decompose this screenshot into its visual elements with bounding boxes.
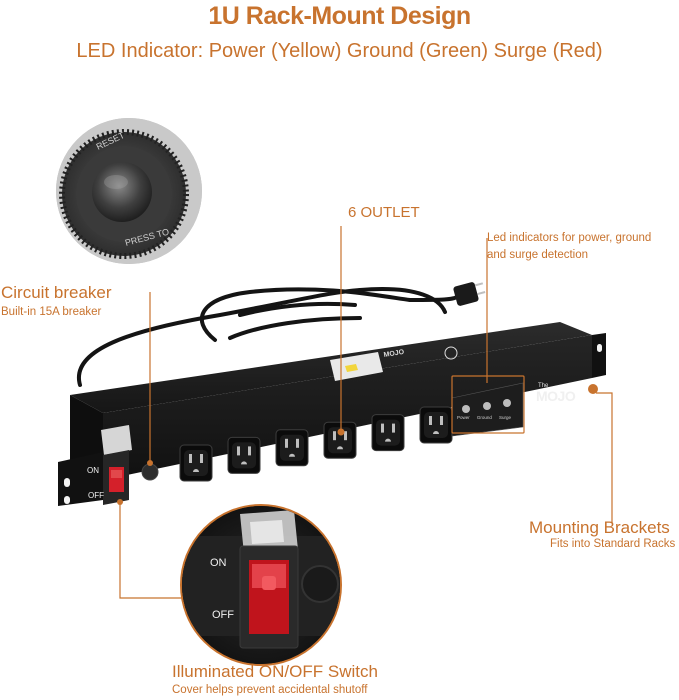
circuit-breaker-title: Circuit breaker [1, 283, 112, 302]
breaker-zoom-photo: RESET PRESS TO [56, 118, 202, 264]
led-label-ground: Ground [476, 415, 492, 420]
led-note-line1: Led indicators for power, ground [487, 232, 652, 244]
led-labels: Power Ground Surge [457, 415, 527, 420]
switch-title: Illuminated ON/OFF Switch [172, 662, 378, 681]
strip-front-face [103, 335, 592, 480]
power-led [462, 405, 470, 413]
surge-led [503, 399, 511, 407]
outlets-group [179, 406, 453, 482]
breaker-button [141, 463, 159, 481]
power-plug [453, 282, 486, 306]
svg-text:MOJO: MOJO [383, 349, 405, 359]
brackets-note: Fits into Standard Racks [550, 538, 676, 550]
outlet-1 [179, 444, 213, 482]
switch-note: Cover helps prevent accidental shutoff [172, 684, 368, 696]
led-note-line2: and surge detection [487, 249, 589, 261]
page-subtitle: LED Indicator: Power (Yellow) Ground (Gr… [76, 40, 603, 62]
outlet-3 [275, 429, 309, 467]
brackets-title: Mounting Brackets [529, 518, 670, 537]
switch-on-label: ON [87, 466, 99, 475]
circuit-breaker-note: Built-in 15A breaker [1, 306, 102, 318]
breaker-closeup: RESET PRESS TO [56, 118, 202, 264]
zoom-on-label: ON [210, 557, 227, 569]
left-mounting-bracket [58, 452, 103, 506]
led-panel [451, 382, 524, 437]
outlet-6 [419, 406, 453, 444]
strip-top-face [70, 322, 592, 413]
switch-off-label: OFF [88, 491, 104, 500]
brand-logo: MOJO [536, 388, 576, 404]
outlet-4 [323, 421, 357, 459]
outlet-2 [227, 436, 261, 474]
ground-led [483, 402, 491, 410]
outlet-5 [371, 414, 405, 452]
led-label-power: Power [457, 415, 470, 420]
switch-closeup: ON OFF [182, 506, 340, 664]
power-cord [76, 287, 460, 387]
outlets-title: 6 OUTLET [348, 204, 420, 221]
zoom-off-label: OFF [212, 609, 234, 621]
led-label-surge: Surge [498, 415, 511, 420]
switch-zoom-photo: ON OFF [180, 504, 342, 666]
brand-prefix: The [538, 383, 549, 389]
callout-lines [117, 226, 613, 599]
rocker-switch [101, 425, 132, 505]
right-mounting-bracket [588, 333, 606, 394]
page-title: 1U Rack-Mount Design [208, 2, 471, 30]
